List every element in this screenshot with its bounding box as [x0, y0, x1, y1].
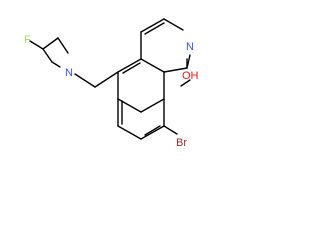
bond [163, 18, 184, 31]
bond [144, 22, 165, 35]
hydroxyl-label: OH [182, 70, 199, 82]
bromine-label: Br [176, 137, 187, 149]
bond [140, 98, 165, 113]
bond [140, 18, 165, 33]
bond [163, 67, 188, 73]
structure-canvas: F N N OH Br [24, 18, 199, 149]
bond [74, 73, 96, 88]
bond [144, 125, 161, 136]
bond [180, 79, 191, 87]
fluorine-label: F [24, 34, 31, 46]
bond [117, 125, 142, 140]
bond [57, 37, 69, 54]
ring-nitrogen-label: N [186, 41, 194, 53]
bond [42, 48, 53, 63]
bond [122, 62, 141, 74]
bond [140, 58, 165, 73]
azetidine-nitrogen-label: N [65, 67, 73, 79]
bond [117, 58, 142, 73]
bond [51, 61, 61, 68]
bond [163, 125, 178, 135]
bond [29, 40, 44, 50]
chemical-structure: F N N OH Br [24, 18, 199, 149]
bond [42, 37, 59, 50]
bond [94, 71, 119, 88]
bond [140, 125, 165, 140]
